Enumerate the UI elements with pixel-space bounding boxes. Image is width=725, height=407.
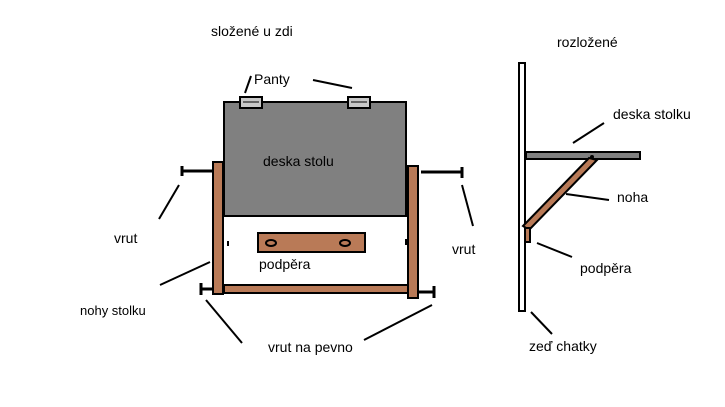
pointer-zed-chatky xyxy=(530,311,553,335)
label-vrut-left: vrut xyxy=(114,230,137,246)
diagonal-leg xyxy=(521,156,599,232)
leg-right xyxy=(407,165,419,299)
support-bar xyxy=(257,232,366,253)
label-nohy-stolku: nohy stolku xyxy=(80,303,146,318)
wall-support-block xyxy=(524,227,531,243)
label-vrut-right: vrut xyxy=(452,241,475,257)
bottom-bar xyxy=(223,284,409,294)
table-top-unfolded xyxy=(525,151,641,160)
table-board xyxy=(223,101,407,217)
pointer-nohy-stolku xyxy=(159,261,211,286)
label-podpera-right: podpěra xyxy=(580,260,632,276)
leg-left xyxy=(212,161,224,295)
wall xyxy=(518,62,526,312)
label-deska-stolku: deska stolku xyxy=(613,106,691,122)
support-hole-left xyxy=(265,239,277,247)
title-unfolded: rozložené xyxy=(557,34,618,50)
pointer-vrut-right xyxy=(461,184,474,227)
label-podpera-left: podpěra xyxy=(259,256,311,272)
pointer-vrut-na-pevno-right xyxy=(363,304,433,341)
title-folded: složené u zdi xyxy=(211,23,293,39)
pointer-noha xyxy=(565,193,610,201)
pointer-panty-left xyxy=(244,75,252,94)
pointer-vrut-left xyxy=(158,184,180,220)
label-noha: noha xyxy=(617,189,648,205)
pointer-podpera-right xyxy=(536,242,573,258)
support-hole-right xyxy=(339,239,351,247)
label-panty: Panty xyxy=(254,71,290,87)
pointer-deska-stolku xyxy=(572,122,605,144)
pointer-panty-right xyxy=(312,79,353,89)
label-vrut-na-pevno: vrut na pevno xyxy=(268,339,353,355)
pointer-vrut-na-pevno-left xyxy=(205,299,243,344)
label-zed-chatky: zeď chatky xyxy=(529,338,597,354)
leg-joint xyxy=(590,155,594,159)
label-deska-stolu: deska stolu xyxy=(263,153,334,169)
